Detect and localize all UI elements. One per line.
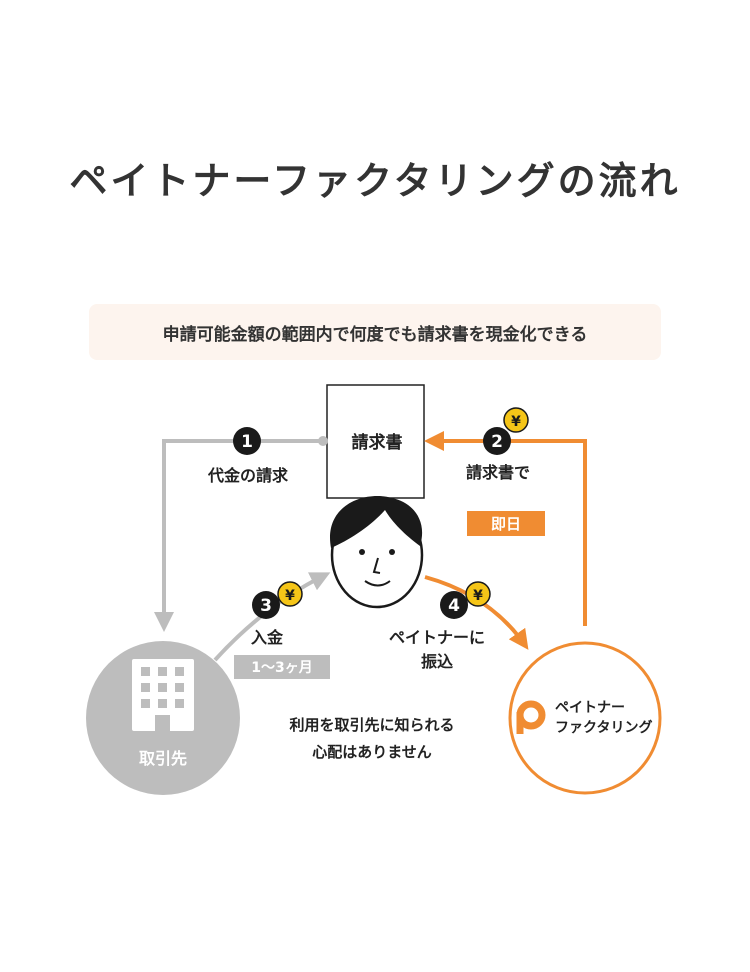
note-line2: 心配はありません bbox=[312, 743, 432, 761]
brand-name: ペイトナー ファクタリング bbox=[555, 698, 652, 738]
brand-logo-icon bbox=[516, 700, 546, 734]
person-icon bbox=[330, 495, 424, 609]
step-4-label-line1: ペイトナーに bbox=[388, 628, 485, 647]
invoice-label: 請求書 bbox=[351, 433, 403, 453]
payment-term-badge: 1～3ヶ月 bbox=[234, 655, 330, 679]
building-icon bbox=[132, 659, 194, 731]
yen-coin-4: ¥ bbox=[473, 588, 483, 604]
step-3-number: 3 bbox=[260, 596, 272, 616]
step-1-label: 代金の請求 bbox=[207, 466, 288, 485]
step-4-number: 4 bbox=[448, 596, 460, 616]
arrow-factoring-to-invoice bbox=[424, 431, 587, 626]
step-2-marker: 2 ¥ bbox=[483, 407, 529, 455]
brand-line1: ペイトナー bbox=[555, 700, 625, 716]
instant-badge: 即日 bbox=[467, 511, 545, 536]
step-4-marker: 4 ¥ bbox=[440, 581, 491, 619]
client-label: 取引先 bbox=[138, 749, 187, 768]
step-2-label: 請求書で bbox=[465, 463, 530, 482]
step-3-label: 入金 bbox=[250, 628, 283, 647]
arrow-invoice-to-client bbox=[154, 436, 328, 632]
brand-line2: ファクタリング bbox=[555, 720, 653, 736]
step-2-number: 2 bbox=[491, 432, 503, 452]
page-title: ペイトナーファクタリングの流れ bbox=[69, 159, 681, 203]
factoring-circle bbox=[508, 641, 662, 795]
subtitle-banner: 申請可能金額の範囲内で何度でも請求書を現金化できる bbox=[89, 304, 661, 360]
yen-coin-2: ¥ bbox=[511, 414, 521, 430]
step-4-label-line2: 振込 bbox=[420, 652, 453, 671]
privacy-note: 利用を取引先に知られる 心配はありません bbox=[262, 712, 482, 766]
step-1-number: 1 bbox=[241, 432, 253, 452]
step-3-marker: 3 ¥ bbox=[252, 581, 303, 619]
step-1-marker: 1 bbox=[233, 427, 261, 455]
note-line1: 利用を取引先に知られる bbox=[289, 716, 455, 734]
yen-coin-3: ¥ bbox=[285, 588, 295, 604]
